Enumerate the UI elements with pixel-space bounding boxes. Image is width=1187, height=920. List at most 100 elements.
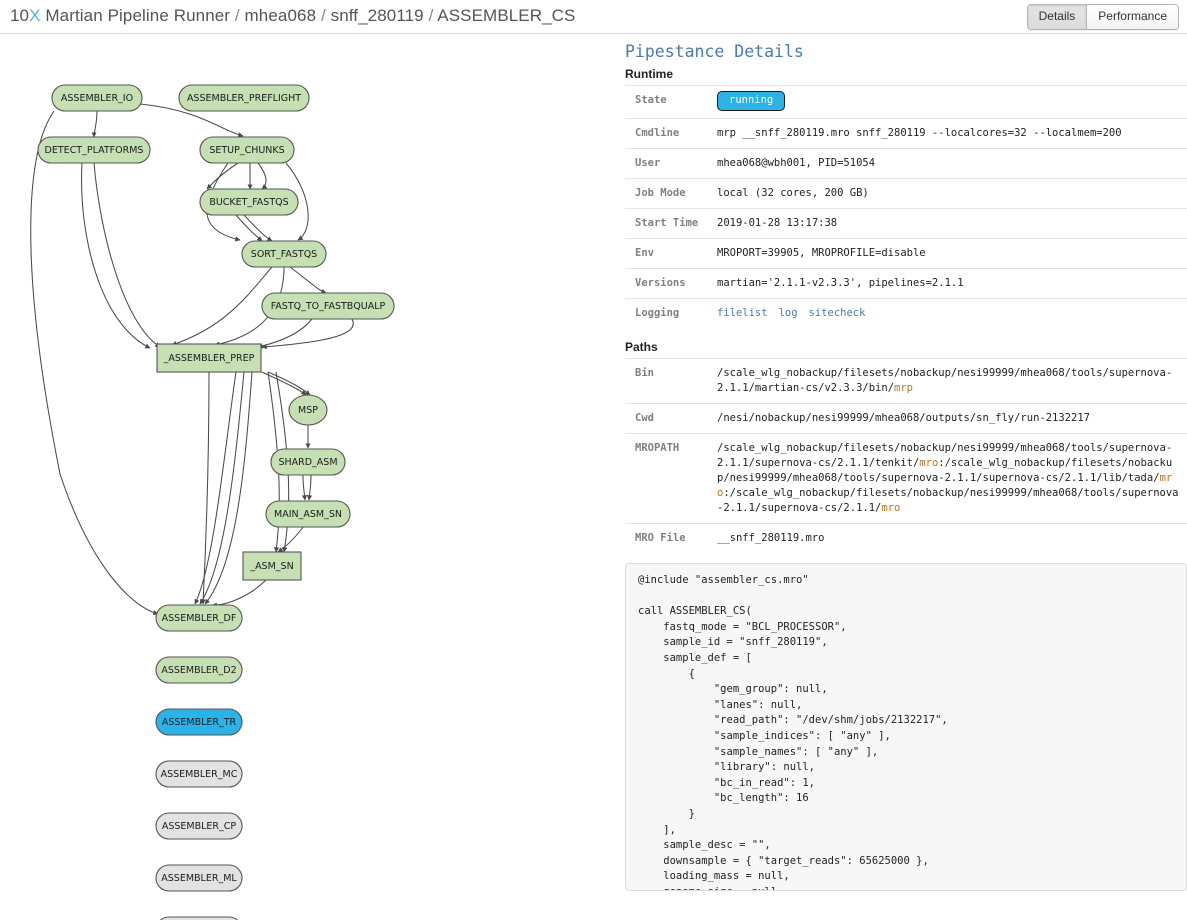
path-value: /nesi/nobackup/nesi99999/mhea068/outputs… [717, 412, 1090, 424]
graph-node-assembler_preflight[interactable]: ASSEMBLER_PREFLIGHT [178, 84, 310, 112]
graph-edge [261, 371, 307, 396]
graph-node-assembler_mc[interactable]: ASSEMBLER_MC [155, 760, 243, 788]
brand-x: X [29, 6, 41, 25]
runtime-key: State [635, 94, 667, 106]
graph-edge [306, 474, 313, 501]
node-label: ASSEMBLER_DF [162, 613, 237, 624]
logging-link-filelist[interactable]: filelist [717, 307, 768, 319]
node-label: DETECT_PLATFORMS [45, 145, 144, 156]
graph-node-asm_sn[interactable]: _ASM_SN [242, 551, 302, 581]
status-badge: running [717, 91, 786, 111]
graph-edge [194, 371, 237, 605]
graph-edge [206, 162, 239, 190]
node-shape[interactable] [37, 136, 151, 164]
node-shape[interactable] [156, 916, 242, 920]
table-row: MRO File __snff_280119.mro [625, 523, 1187, 554]
breadcrumb-sample: snff_280119 [330, 6, 424, 25]
graph-node-assembler_tr[interactable]: ASSEMBLER_TR [155, 708, 243, 736]
paths-table-body: Bin/scale_wlg_nobackup/filesets/nobackup… [625, 358, 1187, 554]
graph-edge [235, 214, 263, 242]
node-shape[interactable] [241, 240, 327, 268]
graph-edge [267, 371, 311, 396]
node-shape[interactable] [155, 604, 243, 632]
path-value: __snff_280119.mro [717, 532, 825, 544]
breadcrumb-sep-2: / [316, 6, 331, 25]
graph-node-main_asm_sn[interactable]: MAIN_ASM_SN [265, 500, 351, 528]
graph-edge [93, 162, 161, 348]
page-title: 10X Martian Pipeline Runner / mhea068 / … [10, 6, 576, 26]
node-shape[interactable] [156, 343, 262, 373]
node-label: ASSEMBLER_ML [161, 873, 237, 884]
graph-node-setup_chunks[interactable]: SETUP_CHUNKS [199, 136, 295, 164]
node-label: ASSEMBLER_MC [161, 769, 238, 780]
node-shape[interactable] [155, 760, 243, 788]
table-row: Logging filelist log sitecheck [625, 298, 1187, 329]
graph-node-assembler_df[interactable]: ASSEMBLER_DF [155, 604, 243, 632]
logging-link-log[interactable]: log [778, 307, 798, 319]
breadcrumb-user: mhea068 [244, 6, 317, 25]
node-shape[interactable] [265, 500, 351, 528]
graph-node-msp[interactable]: MSP [288, 394, 328, 426]
node-label: SETUP_CHUNKS [209, 145, 284, 156]
node-shape[interactable] [155, 864, 243, 892]
node-shape[interactable] [199, 188, 299, 216]
graph-node-assembler_cp[interactable]: ASSEMBLER_CP [155, 812, 243, 840]
graph-node-sort_fastqs[interactable]: SORT_FASTQS [241, 240, 327, 268]
path-highlight: mro [881, 502, 901, 514]
paths-table: Bin/scale_wlg_nobackup/filesets/nobackup… [625, 358, 1187, 553]
node-shape[interactable] [242, 551, 302, 581]
graph-edge [277, 526, 304, 553]
table-row: Bin/scale_wlg_nobackup/filesets/nobackup… [625, 358, 1187, 404]
runtime-value: running [709, 86, 1187, 119]
graph-edge [257, 162, 268, 190]
graph-edge-layer [30, 103, 354, 616]
path-value: /scale_wlg_nobackup/filesets/nobackup/ne… [717, 367, 1173, 394]
runtime-value: mhea068@wbh001, PID=51054 [717, 157, 876, 169]
graph-edge [200, 371, 210, 605]
graph-node-assembler_io[interactable]: ASSEMBLER_IO [51, 84, 143, 112]
logging-link-sitecheck[interactable]: sitecheck [808, 307, 866, 319]
pipeline-graph-svg[interactable]: ASSEMBLER_IO ASSEMBLER_PREFLIGHT DETECT_PL… [0, 34, 610, 920]
path-key: MRO File [635, 532, 686, 544]
node-label: ASSEMBLER_TR [162, 717, 237, 728]
graph-node-assembler_prep[interactable]: _ASSEMBLER_PREP [156, 343, 262, 373]
node-shape[interactable] [270, 448, 346, 476]
tab-performance[interactable]: Performance [1086, 5, 1178, 29]
graph-node-bucket_fastqs[interactable]: BUCKET_FASTQS [199, 188, 299, 216]
graph-edge [301, 474, 308, 501]
node-shape[interactable] [288, 394, 328, 426]
runtime-value: local (32 cores, 200 GB) [717, 187, 869, 199]
brand-rest: Martian Pipeline Runner [40, 6, 231, 25]
runtime-key: Cmdline [635, 127, 680, 139]
runtime-section-heading: Runtime [625, 67, 673, 81]
graph-node-detect_platforms[interactable]: DETECT_PLATFORMS [37, 136, 151, 164]
node-shape[interactable] [155, 812, 243, 840]
node-shape[interactable] [261, 292, 395, 320]
node-shape[interactable] [199, 136, 295, 164]
node-label: _ASSEMBLER_PREP [163, 353, 255, 364]
graph-node-assembler_cl[interactable]: ASSEMBLER_CL [156, 916, 242, 920]
runtime-key: Logging [635, 307, 680, 319]
path-key: Cwd [635, 412, 654, 424]
node-shape[interactable] [178, 84, 310, 112]
brand-ten: 10 [10, 6, 30, 25]
tab-details[interactable]: Details [1027, 5, 1087, 29]
node-shape[interactable] [51, 84, 143, 112]
path-key: Bin [635, 367, 654, 379]
graph-node-fastq_to_fastbqualp[interactable]: FASTQ_TO_FASTBQUALP [261, 292, 395, 320]
node-label: _ASM_SN [249, 561, 293, 572]
pipeline-graph-panel[interactable]: ASSEMBLER_IO ASSEMBLER_PREFLIGHT DETECT_PL… [0, 34, 610, 920]
graph-node-assembler_ml[interactable]: ASSEMBLER_ML [155, 864, 243, 892]
table-row: MROPATH/scale_wlg_nobackup/filesets/noba… [625, 433, 1187, 524]
graph-node-assembler_d2[interactable]: ASSEMBLER_D2 [155, 656, 243, 684]
graph-edge [139, 103, 244, 138]
graph-node-layer[interactable]: ASSEMBLER_IO ASSEMBLER_PREFLIGHT DETECT_PL… [37, 84, 395, 920]
runtime-value: martian='2.1.1-v2.3.3', pipelines=2.1.1 [717, 277, 964, 289]
node-shape[interactable] [155, 708, 243, 736]
graph-node-shard_asm[interactable]: SHARD_ASM [270, 448, 346, 476]
node-shape[interactable] [155, 656, 243, 684]
